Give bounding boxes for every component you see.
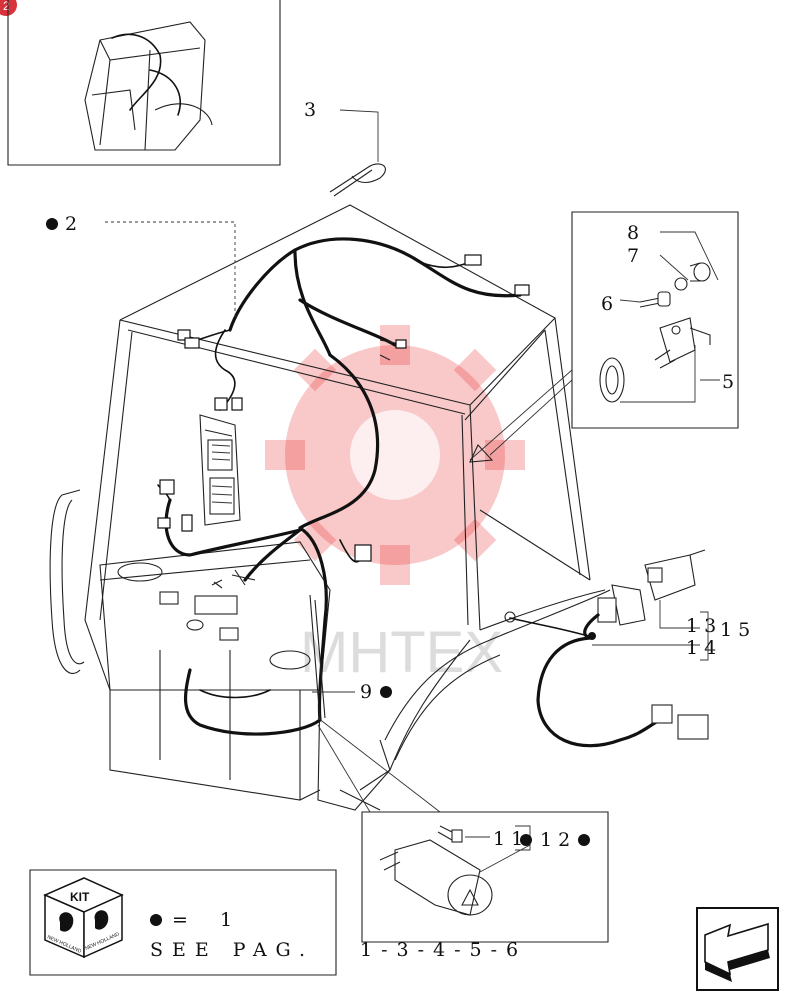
svg-text:5: 5 [722,371,734,393]
svg-text:1 1: 1 1 [493,828,523,850]
watermark-text: MHTEX [300,620,503,685]
callout-9: 9 [309,594,392,721]
callout-2: 2 [46,213,236,320]
detail-box-11-12: 1 1 1 2 [317,717,609,943]
svg-text:1 5: 1 5 [720,619,750,641]
svg-text:8: 8 [627,222,639,244]
svg-text:9: 9 [360,681,372,703]
see-page-numbers: 1-3-4-5-6 [360,939,527,961]
callout-3: 3 [304,99,316,121]
watermark-gear-icon [265,325,525,585]
svg-text:2: 2 [65,213,77,235]
svg-text:1 3: 1 3 [686,615,716,637]
svg-text:KIT: KIT [70,890,90,904]
fuse-box [199,414,241,526]
svg-text:7: 7 [627,245,639,267]
detail-box-5-8: 8 7 6 5 [469,211,739,463]
wiring-harness [157,237,530,736]
svg-text:=: = [172,909,188,931]
svg-text:1 4: 1 4 [686,637,716,659]
svg-text:6: 6 [601,293,613,315]
svg-text:2: 2 [3,0,10,13]
kit-legend-box: KIT NEW HOLLAND NEW HOLLAND = 1 SEE PAG. [29,869,337,976]
thumbnail-inset [7,0,281,166]
part-3-tie [329,109,386,197]
next-page-arrow-icon[interactable] [696,907,779,991]
side-harness-13-15: 1 3 1 4 1 5 [504,549,750,748]
svg-text:SEE PAG.: SEE PAG. [150,939,314,961]
svg-text:1 2: 1 2 [540,829,570,851]
svg-text:1: 1 [220,909,232,931]
new-holland-kit-logo: KIT NEW HOLLAND NEW HOLLAND [43,877,124,959]
